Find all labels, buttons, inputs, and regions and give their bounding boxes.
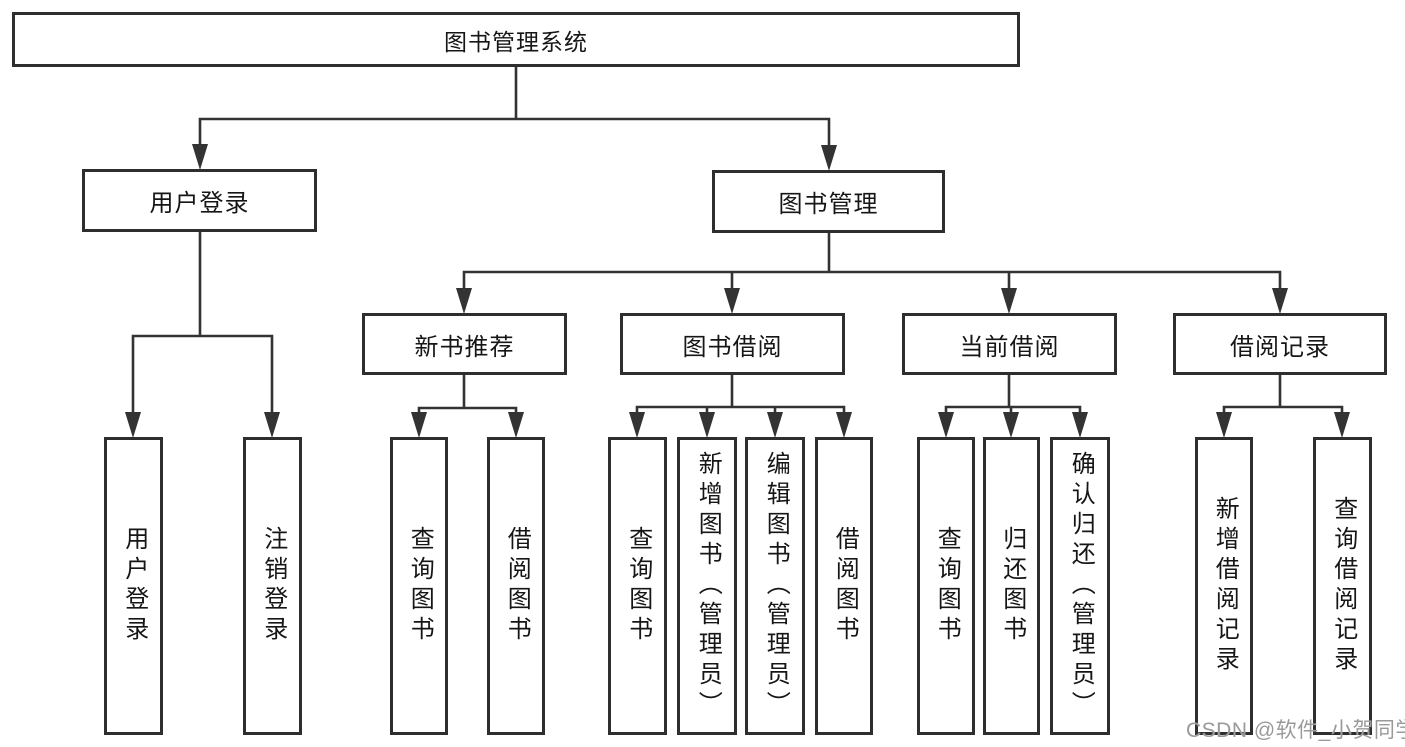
node-leaf-current-query-books: 查询图书 (917, 437, 975, 735)
node-leaf-query-borrow-record: 查询借阅记录 (1313, 437, 1372, 735)
node-new-book-recommendation: 新书推荐 (362, 313, 567, 375)
node-leaf-add-borrow-record: 新增借阅记录 (1195, 437, 1253, 735)
node-label: 新书推荐 (414, 333, 515, 361)
node-label: 用户登录 (120, 526, 148, 646)
node-leaf-borrow-query-books: 查询图书 (608, 437, 667, 735)
node-leaf-recommend-borrow-books: 借阅图书 (487, 437, 545, 735)
node-label: 新增借阅记录 (1211, 496, 1239, 676)
node-label: 确认归还（管理员） (1067, 451, 1095, 721)
node-label: 注销登录 (259, 526, 287, 646)
node-label: 查询借阅记录 (1329, 496, 1357, 676)
node-leaf-edit-books-admin: 编辑图书（管理员） (745, 437, 805, 735)
node-label: 图书管理系统 (444, 28, 588, 55)
node-label: 借阅图书 (503, 526, 531, 646)
node-leaf-recommend-query-books: 查询图书 (390, 437, 448, 735)
node-label: 查询图书 (933, 526, 961, 646)
node-label: 编辑图书（管理员） (762, 451, 790, 721)
node-borrowing-records: 借阅记录 (1173, 313, 1387, 375)
node-leaf-user-login: 用户登录 (104, 437, 163, 735)
node-label: 新增图书（管理员） (694, 451, 722, 721)
node-label: 当前借阅 (959, 333, 1060, 361)
node-book-management-module: 图书管理 (712, 170, 945, 233)
node-label: 借阅记录 (1230, 333, 1330, 361)
csdn-watermark: CSDN @软件_小贺同学 (1186, 719, 1405, 742)
node-leaf-borrow-borrow-books: 借阅图书 (815, 437, 873, 735)
node-user-login-module: 用户登录 (82, 169, 317, 232)
node-label: 查询图书 (624, 526, 652, 646)
node-label: 查询图书 (406, 526, 434, 646)
node-label: 用户登录 (149, 190, 250, 217)
node-leaf-confirm-return-admin: 确认归还（管理员） (1050, 437, 1110, 735)
node-label: 图书借阅 (682, 333, 783, 361)
node-leaf-add-books-admin: 新增图书（管理员） (677, 437, 737, 735)
node-label: 图书管理 (778, 191, 879, 218)
node-label: 借阅图书 (831, 526, 859, 646)
node-book-borrowing: 图书借阅 (620, 313, 845, 375)
node-label: 归还图书 (998, 526, 1026, 646)
node-root-system: 图书管理系统 (12, 12, 1020, 67)
node-leaf-logout: 注销登录 (243, 437, 302, 735)
node-current-borrowing: 当前借阅 (902, 313, 1117, 375)
node-leaf-return-books: 归还图书 (983, 437, 1040, 735)
